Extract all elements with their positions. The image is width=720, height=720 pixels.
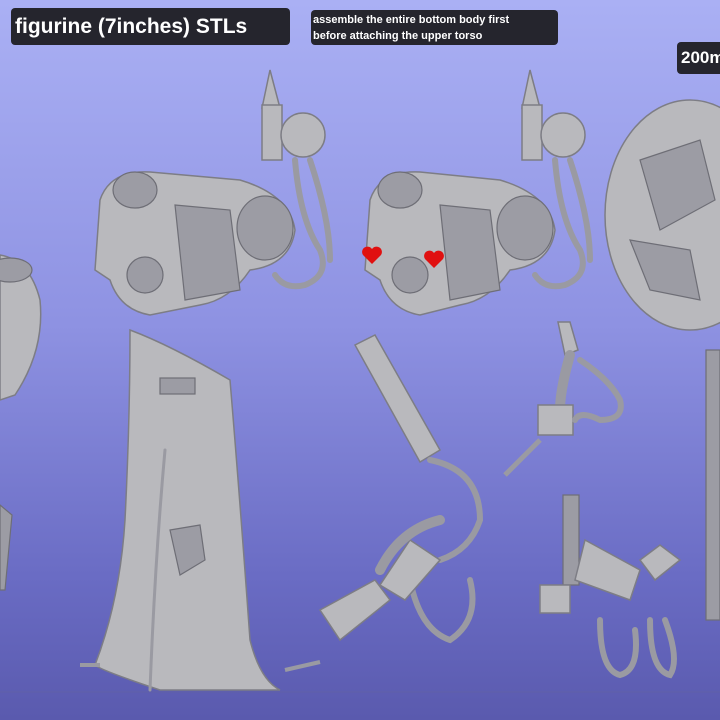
- backpack-model-2: [362, 69, 593, 316]
- claw-arm-model: [318, 334, 484, 644]
- hand-arm-model: [503, 321, 624, 477]
- backpack-model-1: [94, 69, 333, 316]
- staff-arm-model: [539, 494, 682, 679]
- scale-label: 200mm: [677, 42, 720, 74]
- heart-icon: [424, 250, 444, 268]
- note-line-2: before attaching the upper torso: [313, 30, 483, 42]
- staff-model: [705, 349, 720, 621]
- partial-torso-model: [0, 254, 42, 591]
- heart-icon: [362, 246, 382, 264]
- round-base-model: [604, 99, 720, 331]
- note-line-1: assemble the entire bottom body first: [313, 14, 510, 26]
- title-label: figurine (7inches) STLs: [11, 8, 290, 45]
- assembly-note: assemble the entire bottom body first be…: [311, 10, 558, 45]
- cloak-model: [80, 328, 321, 692]
